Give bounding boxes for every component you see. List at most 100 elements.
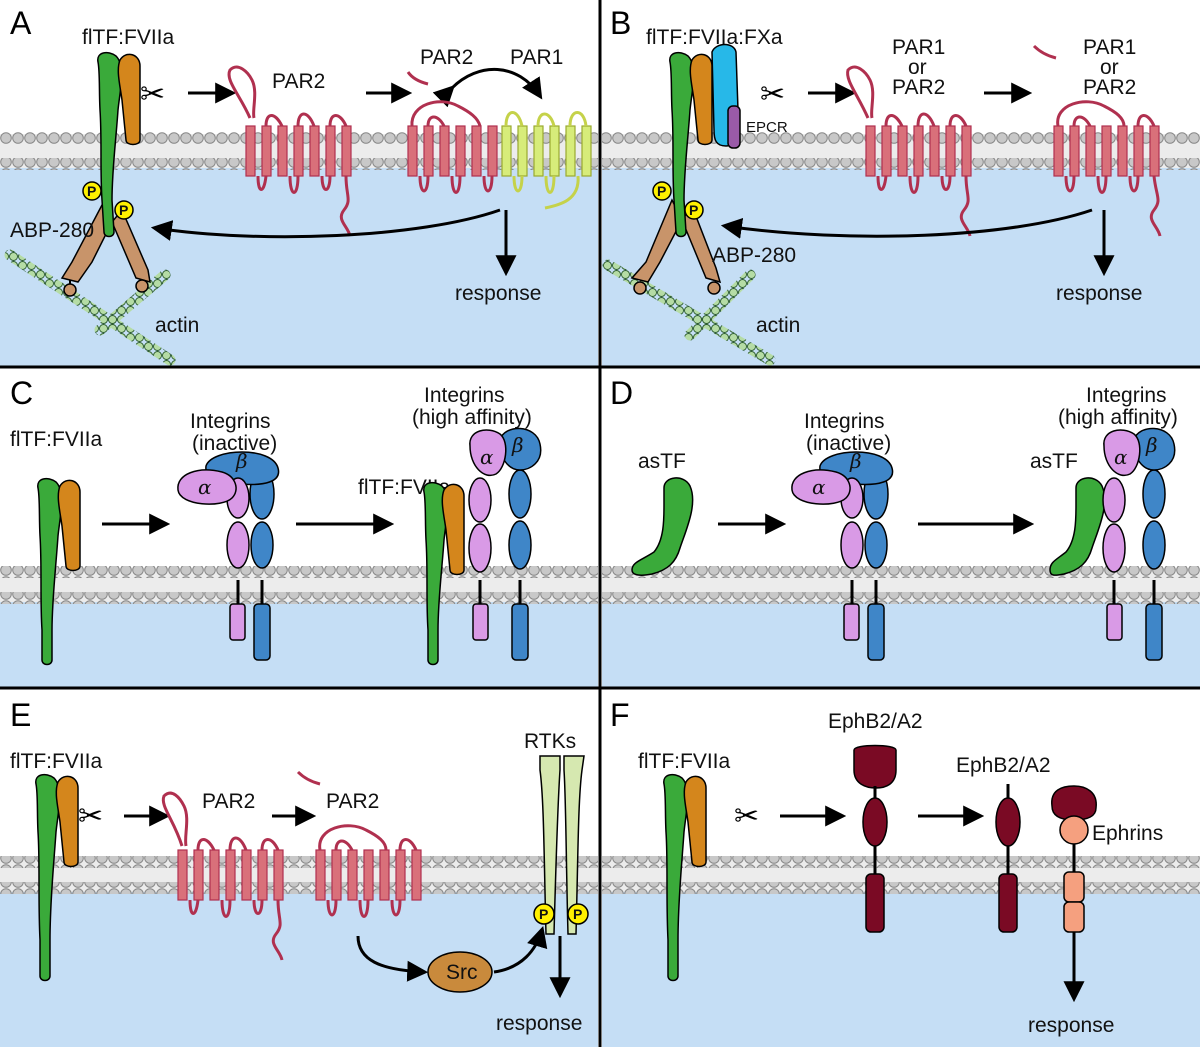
svg-text:✂: ✂ [760,77,785,112]
par2-label: PAR2 [420,46,473,69]
src-label: Src [446,961,478,984]
response-label: response [1028,1014,1114,1037]
panel-f: F flTF:FVIIa ✂ EphB2/A2 EphB2/A2 [610,697,1163,1037]
tissue-factor [423,481,449,666]
svg-text:P: P [539,906,548,922]
flTF-FVIIa-label: flTF:FVIIa [82,26,174,49]
panel-c: C flTF:FVIIa Integrins (inactive) α β In… [10,375,542,666]
flTF-FVIIa-label: flTF:FVIIa [10,750,102,773]
tissue-factor [669,51,695,238]
tissue-factor [35,773,61,982]
integrins-state: (inactive) [806,432,891,455]
epcr [727,105,741,149]
scissors-icon: ✂ [734,799,759,834]
panel-d-letter: D [610,375,633,411]
or-label: or [1100,56,1119,79]
integrins-label: Integrins [804,410,885,433]
panel-d: D asTF Integrins (inactive) α β Integrin… [610,375,1178,661]
scissors-icon: ✂ [140,77,165,112]
integrins-label: Integrins [424,384,505,407]
svg-text:P: P [119,202,128,218]
panel-e-letter: E [10,697,31,733]
eph-receptor-cleaved [995,784,1021,933]
integrin-inactive: α β [177,449,280,661]
fviia [117,53,141,146]
scissors-icon: ✂ [78,799,103,834]
complex-label: flTF:FVIIa:FXa [646,26,783,49]
par2-receptor [161,791,284,961]
actin-filament [94,269,171,336]
svg-text:P: P [573,906,582,922]
beta-subunit-label: β [849,449,862,473]
svg-text:✂: ✂ [734,799,759,834]
src-kinase: Src [427,951,493,993]
actin-filament [4,249,176,366]
par1-label: PAR1 [1083,36,1136,59]
fviia [57,479,81,572]
par-activated [1053,100,1162,237]
svg-text:P: P [87,183,96,199]
astf [1049,477,1106,576]
par2-activated [315,824,422,918]
svg-text:P: P [657,183,666,199]
phospho-p: P [114,200,134,220]
integrin-active: α β [1102,427,1176,661]
par2-label: PAR2 [202,790,255,813]
flTF-FVIIa-label: flTF:FVIIa [638,750,730,773]
abp-280-label: ABP-280 [10,219,94,242]
integrin-active: α β [468,427,542,661]
or-label: or [908,56,927,79]
phospho-p: P [533,903,555,925]
alpha-subunit-label: α [1114,445,1128,469]
par2-label: PAR2 [892,76,945,99]
fviia [55,775,79,868]
panel-b-letter: B [610,5,631,41]
panel-a: A flTF:FVIIa P P ✂ PAR2 [4,5,592,366]
fviia [689,53,713,146]
integrins-state: (inactive) [192,432,277,455]
par2-label: PAR2 [326,790,379,813]
panel-a-letter: A [10,5,32,41]
par1-receptor [501,111,592,210]
beta-subunit-label: β [235,449,248,473]
alpha-subunit-label: α [812,475,826,499]
integrin-inactive: α β [791,449,894,661]
tissue-factor [97,51,123,238]
svg-text:✂: ✂ [78,799,103,834]
ephrins-label: Ephrins [1092,822,1163,845]
asTF-label: asTF [638,450,686,473]
epcr-label: EPCR [746,119,788,136]
asTF-label: asTF [1030,450,1078,473]
tissue-factor [37,477,63,666]
integrins-state: (high affinity) [1058,406,1178,429]
panel-f-letter: F [610,697,630,733]
integrins-label: Integrins [190,410,271,433]
beta-subunit-label: β [511,433,524,457]
flTF-FVIIa-label: flTF:FVIIa [10,428,102,451]
fviia [683,775,707,868]
par2-label: PAR2 [272,70,325,93]
cleaved-peptide [1032,44,1057,60]
astf [631,477,694,576]
par2-receptor [227,65,352,237]
par2-activated [407,100,498,194]
actin-label: actin [756,314,800,337]
rtk-receptor [539,755,585,935]
alpha-subunit-label: α [480,445,494,469]
integrins-state: (high affinity) [412,406,532,429]
par2-label: PAR2 [1083,76,1136,99]
actin-filament [684,269,756,341]
response-label: response [1056,282,1142,305]
phospho-p: P [567,903,589,925]
alpha-subunit-label: α [198,475,212,499]
ephrin-receptor [1051,785,1097,940]
panel-b: B flTF:FVIIa:FXa EPCR P P ✂ PAR1 or PAR2 [602,5,1162,366]
response-label: response [496,1012,582,1035]
panel-e: E flTF:FVIIa ✂ PAR2 PAR2 [10,697,589,1035]
par1-label: PAR1 [510,46,563,69]
actin-label: actin [155,314,199,337]
cleaved-peptide [296,770,321,786]
fviia [441,483,465,576]
